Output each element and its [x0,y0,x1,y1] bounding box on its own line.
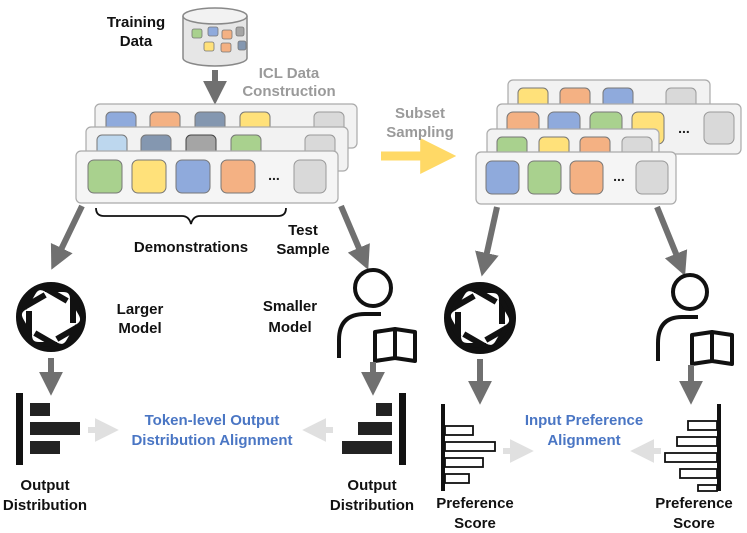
demonstrations-brace [95,207,287,225]
svg-text:...: ... [613,168,625,184]
student-reading-icon-right [656,273,734,366]
arrow-to-right-larger-model [475,206,500,277]
output-distribution-left-icon [16,393,80,465]
preference-score-right-icon [664,404,721,492]
database-icon [182,7,248,67]
svg-text:...: ... [678,120,690,136]
student-reading-icon [337,268,417,363]
arrow-to-smaller-model [338,204,370,270]
arrow-to-larger-model [50,204,85,270]
arrow-to-right-smaller-model [654,205,688,277]
demonstrations-label: Demonstrations [134,239,248,256]
preference-score-left-icon [441,404,496,491]
svg-text:...: ... [268,167,280,183]
output-distribution-mid-icon [342,393,406,465]
openai-logo-icon-right [444,282,516,354]
right-card-front: ... [475,151,677,205]
left-card-front: ... [75,150,339,204]
openai-logo-icon [14,280,88,354]
